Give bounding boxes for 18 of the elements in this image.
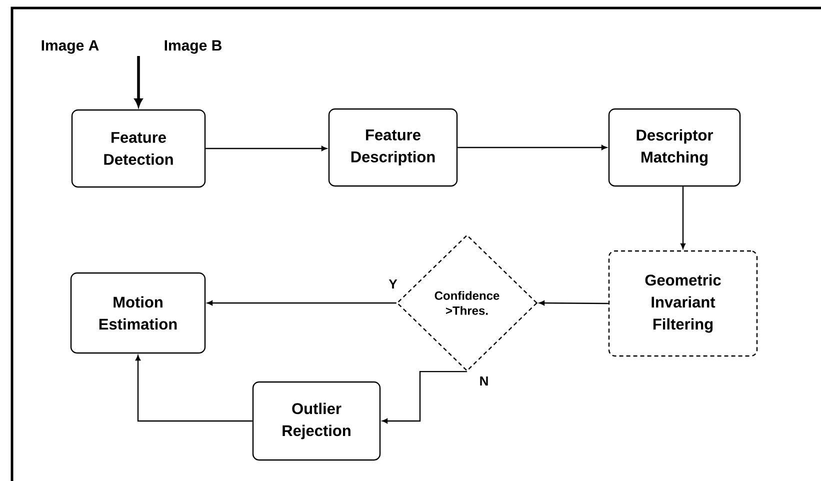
process-box: Feature Description — [328, 108, 458, 187]
arrow — [539, 300, 608, 306]
arrow — [206, 146, 327, 151]
arrow — [136, 355, 252, 422]
arrow — [382, 370, 467, 424]
process-box: Geometric Invariant Filtering — [608, 250, 758, 357]
input-label: Image A — [42, 40, 99, 54]
edge-label: Y — [388, 278, 398, 290]
input-label: Image B — [164, 40, 222, 54]
arrow — [458, 145, 607, 150]
process-box: Descriptor Matching — [608, 108, 741, 187]
process-box: Motion Estimation — [70, 272, 206, 354]
arrow — [680, 186, 686, 249]
edge-label: N — [478, 376, 490, 386]
arrow — [134, 56, 142, 107]
process-box: Feature Detection — [71, 109, 206, 188]
process-box: Outlier Rejection — [252, 381, 381, 461]
arrow — [207, 300, 396, 306]
